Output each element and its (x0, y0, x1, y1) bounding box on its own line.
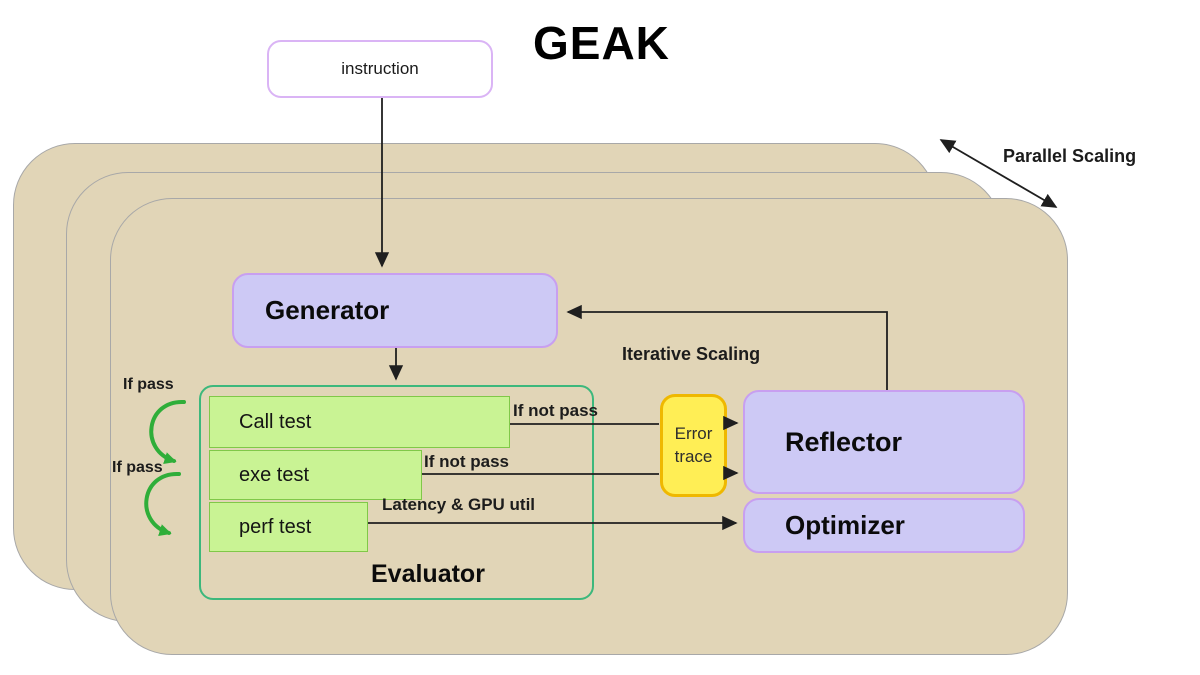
iterative-scaling-label: Iterative Scaling (622, 344, 761, 364)
if-not-pass-label-call: If not pass (513, 401, 599, 420)
latency-gpu-label: Latency & GPU util (382, 495, 536, 514)
optimizer-label: Optimizer (785, 510, 905, 540)
error-trace-node: Error trace (660, 394, 727, 497)
if-pass-label-top: If pass (123, 376, 174, 393)
call-test-label: Call test (239, 410, 312, 433)
optimizer-node: Optimizer (743, 498, 1025, 553)
instruction-label: instruction (341, 59, 419, 78)
reflector-node: Reflector (743, 390, 1025, 494)
if-not-pass-label-exe: If not pass (424, 452, 510, 471)
perf-test-node: perf test (209, 502, 368, 552)
exe-test-node: exe test (209, 450, 422, 500)
exe-test-label: exe test (239, 463, 310, 486)
diagram-title: GEAK (533, 17, 670, 69)
evaluator-label: Evaluator (371, 560, 485, 588)
call-test-node: Call test (209, 396, 510, 448)
generator-node: Generator (232, 273, 558, 348)
instruction-node: instruction (267, 40, 493, 98)
generator-label: Generator (265, 295, 390, 325)
reflector-label: Reflector (785, 426, 903, 457)
parallel-scaling-label: Parallel Scaling (1003, 146, 1137, 166)
if-pass-label-bottom: If pass (112, 459, 163, 476)
perf-test-label: perf test (239, 515, 312, 538)
error-trace-label: Error trace (674, 424, 713, 466)
evaluator-group (199, 385, 594, 600)
